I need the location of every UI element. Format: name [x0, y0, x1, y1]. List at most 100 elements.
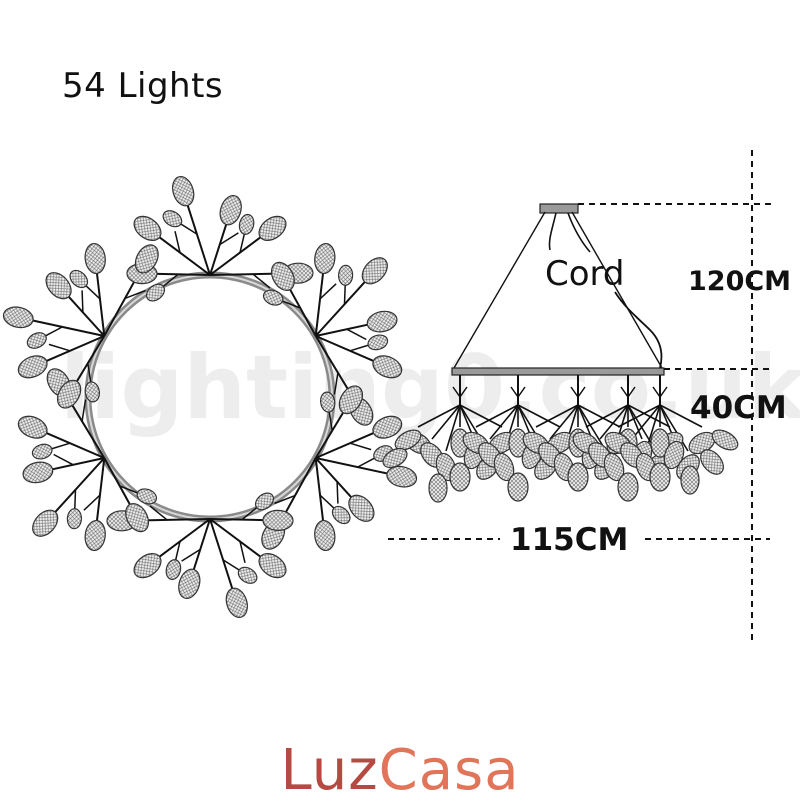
side-branch: [549, 404, 579, 440]
branch-arm: [51, 457, 106, 517]
glass-leaf-light: [617, 472, 639, 502]
branch-arm: [315, 430, 379, 459]
glass-leaf-light: [66, 508, 83, 530]
glass-leaf-light: [386, 465, 418, 488]
height-cord-label: 120CM: [688, 266, 791, 297]
branch-arm: [191, 518, 211, 575]
branch-twig: [42, 326, 63, 338]
branch-arm: [41, 335, 105, 364]
side-branch: [659, 404, 689, 452]
branch-twig: [357, 456, 378, 468]
glass-leaf-light: [348, 494, 375, 522]
glass-leaf-light: [382, 447, 408, 469]
side-branch: [599, 404, 629, 440]
branch-arm: [95, 457, 106, 526]
branch-twig: [328, 408, 333, 431]
side-branch: [475, 404, 519, 428]
branch-twig: [83, 494, 101, 511]
branch-arm: [315, 457, 393, 476]
brand-logo-part2: Casa: [378, 738, 520, 803]
drop-fork: [510, 386, 526, 399]
branch-twig: [160, 273, 179, 289]
glass-leaf-light: [314, 242, 336, 275]
branch-twig: [81, 399, 87, 422]
glass-leaf-light: [17, 355, 48, 379]
glass-leaf-light: [372, 355, 403, 379]
glass-leaf-light: [178, 568, 201, 600]
glass-leaf-light: [162, 210, 183, 228]
watermark: lighting0.co.uk: [60, 336, 800, 439]
branch-arm: [314, 407, 347, 459]
glass-leaf-light: [17, 415, 48, 439]
glass-leaf-light: [238, 213, 255, 235]
side-branch: [617, 404, 661, 428]
branch-arm: [185, 200, 211, 276]
glass-leaf-light: [711, 429, 739, 451]
glass-leaf-light: [367, 334, 389, 351]
branch-twig: [48, 343, 71, 352]
branch-arm: [64, 292, 106, 337]
branch-arm: [27, 318, 105, 337]
side-frame-bar: [451, 367, 665, 376]
branch-arm: [154, 518, 211, 561]
glass-leaf-light: [663, 440, 685, 470]
side-branch: [659, 404, 703, 428]
glass-leaf-light: [31, 443, 53, 460]
side-branch: [627, 404, 643, 440]
suspension-wire-left: [453, 211, 546, 369]
glass-leaf-light: [338, 385, 364, 415]
branch-arm: [286, 284, 317, 337]
branch-twig: [274, 494, 296, 505]
glass-leaf-light: [237, 566, 258, 584]
glass-leaf-light: [84, 242, 106, 275]
branch-arm: [314, 457, 356, 502]
height-body-label: 40CM: [690, 390, 787, 426]
side-branch: [627, 404, 671, 428]
glass-leaf-light: [258, 552, 287, 579]
side-branch: [585, 404, 629, 428]
glass-leaf-light: [133, 215, 162, 242]
branch-twig: [73, 489, 77, 512]
branch-arm: [151, 272, 211, 276]
glass-leaf-light: [165, 559, 182, 581]
glass-leaf-light: [262, 509, 294, 532]
side-branch: [417, 404, 461, 428]
glass-leaf-light: [145, 283, 166, 302]
glass-leaf-light: [372, 415, 403, 439]
branch-twig: [319, 494, 337, 511]
glass-leaf-light: [84, 381, 100, 403]
branch-twig: [174, 231, 181, 253]
power-cord-lower: [614, 291, 663, 369]
lights-count-title: 54 Lights: [62, 66, 224, 106]
side-branch: [517, 404, 561, 428]
glass-leaf-light: [428, 473, 448, 503]
suspension-wire-right: [571, 211, 663, 369]
top-view: [2, 175, 418, 619]
branch-twig: [241, 505, 260, 521]
branch-arm: [73, 335, 106, 387]
ceiling-canopy: [539, 203, 579, 214]
branch-twig: [333, 372, 339, 395]
branch-arm: [315, 335, 379, 364]
glass-leaf-light: [337, 264, 354, 286]
branch-arm: [154, 233, 211, 276]
branch-twig: [349, 343, 372, 352]
power-cord: [548, 212, 591, 253]
branch-twig: [336, 481, 339, 504]
drop-fork: [570, 386, 586, 399]
glass-leaf-light: [366, 310, 398, 333]
branch-twig: [279, 299, 301, 309]
branch-arm: [314, 277, 369, 337]
branch-twig: [349, 442, 372, 451]
glass-leaf-light: [22, 461, 54, 484]
glass-leaf-light: [84, 519, 106, 552]
branch-twig: [48, 442, 71, 451]
branch-arm: [209, 518, 235, 594]
branch-twig: [346, 328, 367, 341]
branch-arm: [315, 322, 373, 337]
branch-arm: [314, 457, 325, 526]
side-branch: [489, 404, 519, 440]
branch-twig: [53, 453, 74, 466]
